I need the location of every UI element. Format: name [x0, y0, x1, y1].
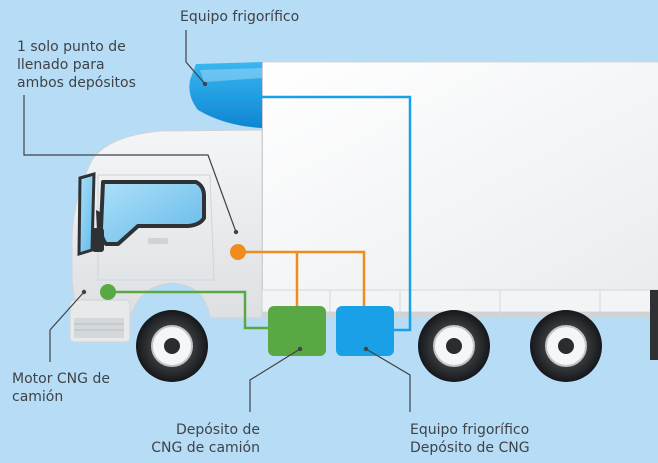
leader-lines	[23, 30, 411, 412]
middle-wheel	[418, 310, 490, 382]
fill-point-dot	[230, 244, 246, 260]
front-wheel	[136, 310, 208, 382]
refrigeration-cng-tank-label: Equipo frigorífico Depósito de CNG	[410, 422, 530, 456]
truck-engine-label: Motor CNG de camión	[12, 371, 110, 405]
engine-line	[108, 290, 270, 330]
fill-line	[238, 250, 366, 310]
refrigeration-line	[200, 95, 412, 332]
refrigeration-cng-tank	[336, 306, 394, 356]
truck-cng-tank-label: Depósito de CNG de camión	[151, 422, 260, 456]
engine-dot	[100, 284, 116, 300]
leader-dots	[81, 81, 369, 352]
truck-cng-tank	[268, 306, 326, 356]
refrigeration-unit-label: Equipo frigorífico	[180, 9, 300, 25]
rear-wheel	[530, 310, 602, 382]
fill-point-label: 1 solo punto de llenado para ambos depós…	[17, 39, 136, 91]
